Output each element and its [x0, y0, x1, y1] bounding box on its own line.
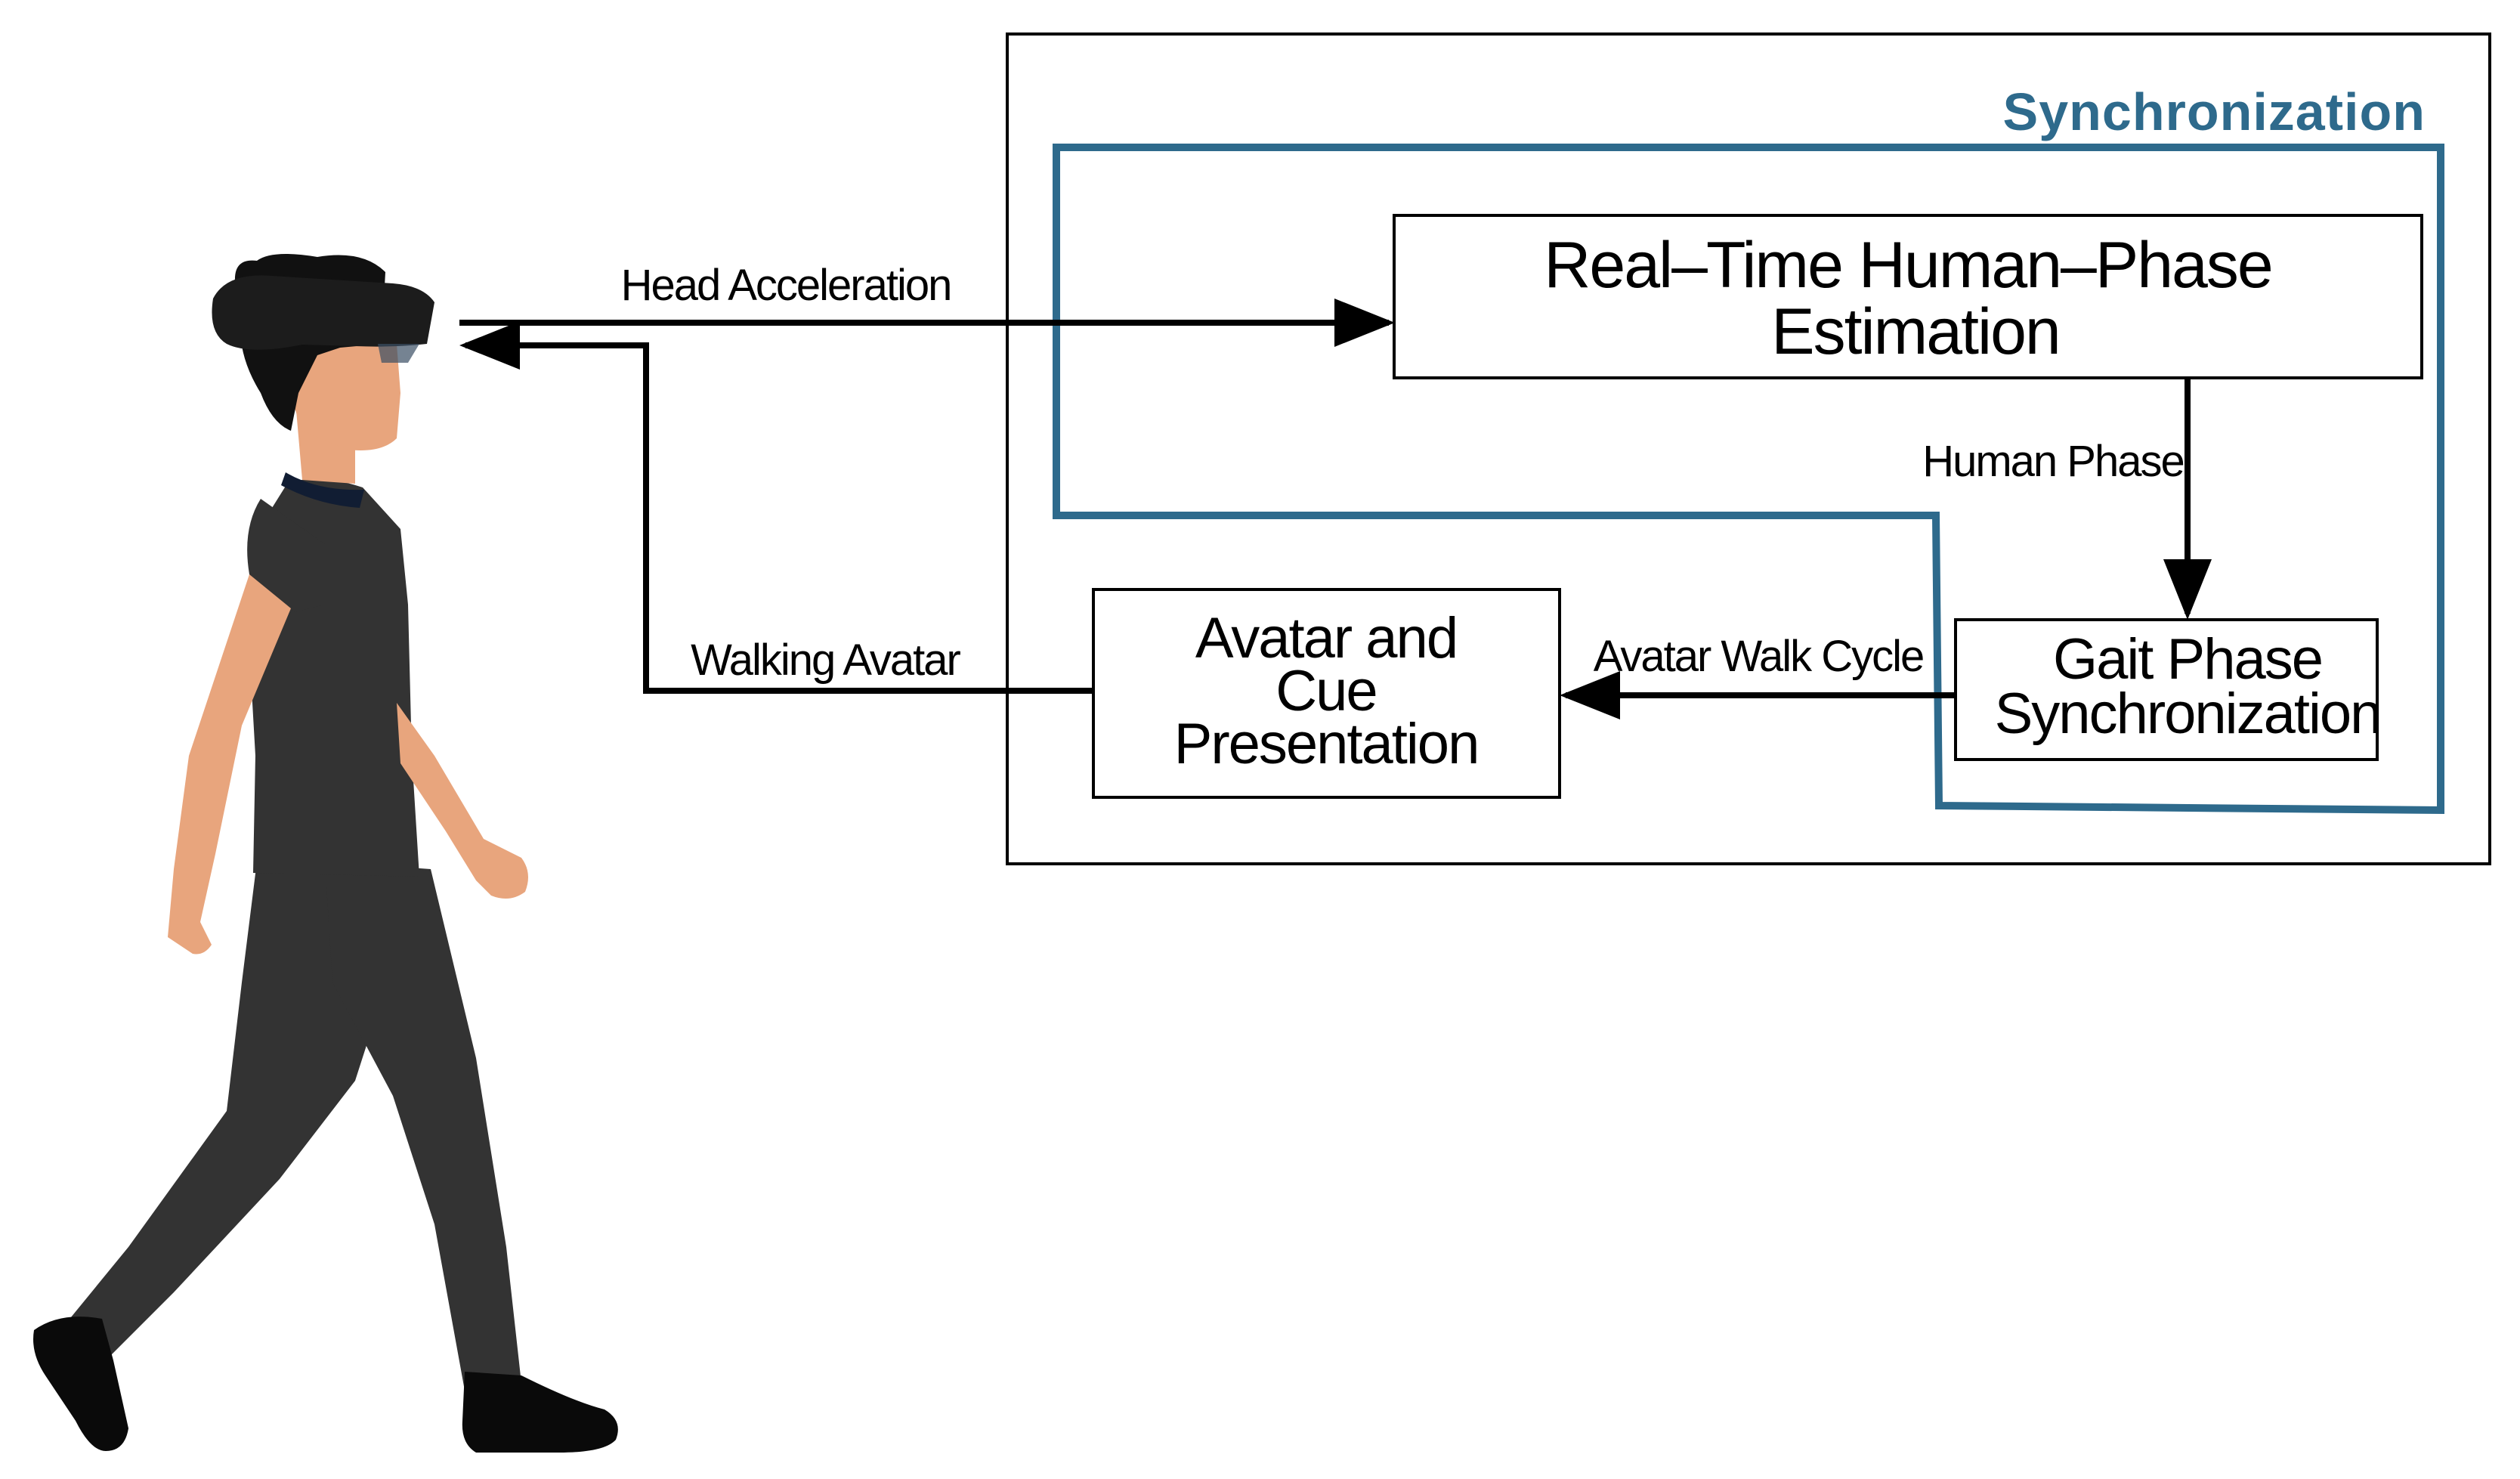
edge-walking-avatar-label: Walking Avatar: [691, 636, 960, 685]
edge-head-acceleration-label: Head Acceleration: [621, 261, 951, 310]
node-gait-sync-line1: Gait Phase: [2053, 627, 2322, 692]
edge-head-acceleration: Head Acceleration: [459, 261, 1395, 347]
node-avatar-cue-box: [1092, 588, 1561, 799]
node-avatar-cue-line1: Avatar and: [1195, 606, 1457, 670]
person-walking-with-headset-icon: [33, 254, 618, 1453]
system-outer-box: [1006, 32, 2491, 865]
node-avatar-cue-line3: Presentation: [1174, 712, 1479, 776]
back-arm: [397, 703, 528, 899]
collar: [281, 472, 364, 508]
synchronization-group-outline: [1053, 144, 2444, 815]
front-shoe: [462, 1372, 618, 1453]
front-leg: [325, 862, 521, 1391]
synchronization-group-label: Synchronization: [2003, 82, 2426, 141]
node-phase-estimation-line2: Estimation: [1771, 295, 2060, 368]
node-gait-sync-box: [1954, 618, 2379, 761]
node-gait-sync-line2: Synchronization: [1995, 682, 2381, 746]
front-arm: [168, 574, 291, 955]
headset-icon: [212, 275, 434, 350]
headset-visor-icon: [378, 344, 419, 363]
node-phase-estimation-box: [1393, 214, 2423, 379]
node-phase-estimation-line1: Real–Time Human–Phase: [1544, 229, 2271, 302]
edge-human-phase-label: Human Phase: [1922, 437, 2184, 486]
edge-avatar-walk-cycle: Avatar Walk Cycle: [1560, 632, 1956, 719]
edge-walking-avatar: Walking Avatar: [459, 321, 1093, 694]
back-shoe: [33, 1317, 128, 1451]
node-avatar-cue-line2: Cue: [1275, 659, 1376, 723]
node-gait-sync: Gait Phase Synchronization: [1954, 618, 2382, 761]
edge-avatar-walk-cycle-label: Avatar Walk Cycle: [1594, 632, 1924, 681]
node-avatar-cue: Avatar and Cue Presentation: [1092, 588, 1561, 799]
back-leg: [60, 862, 423, 1360]
face: [287, 340, 400, 450]
edge-human-phase: Human Phase: [1922, 378, 2212, 620]
node-phase-estimation: Real–Time Human–Phase Estimation: [1393, 214, 2423, 379]
edge-walking-avatar-line: [459, 321, 1093, 694]
sleeve: [247, 499, 325, 612]
